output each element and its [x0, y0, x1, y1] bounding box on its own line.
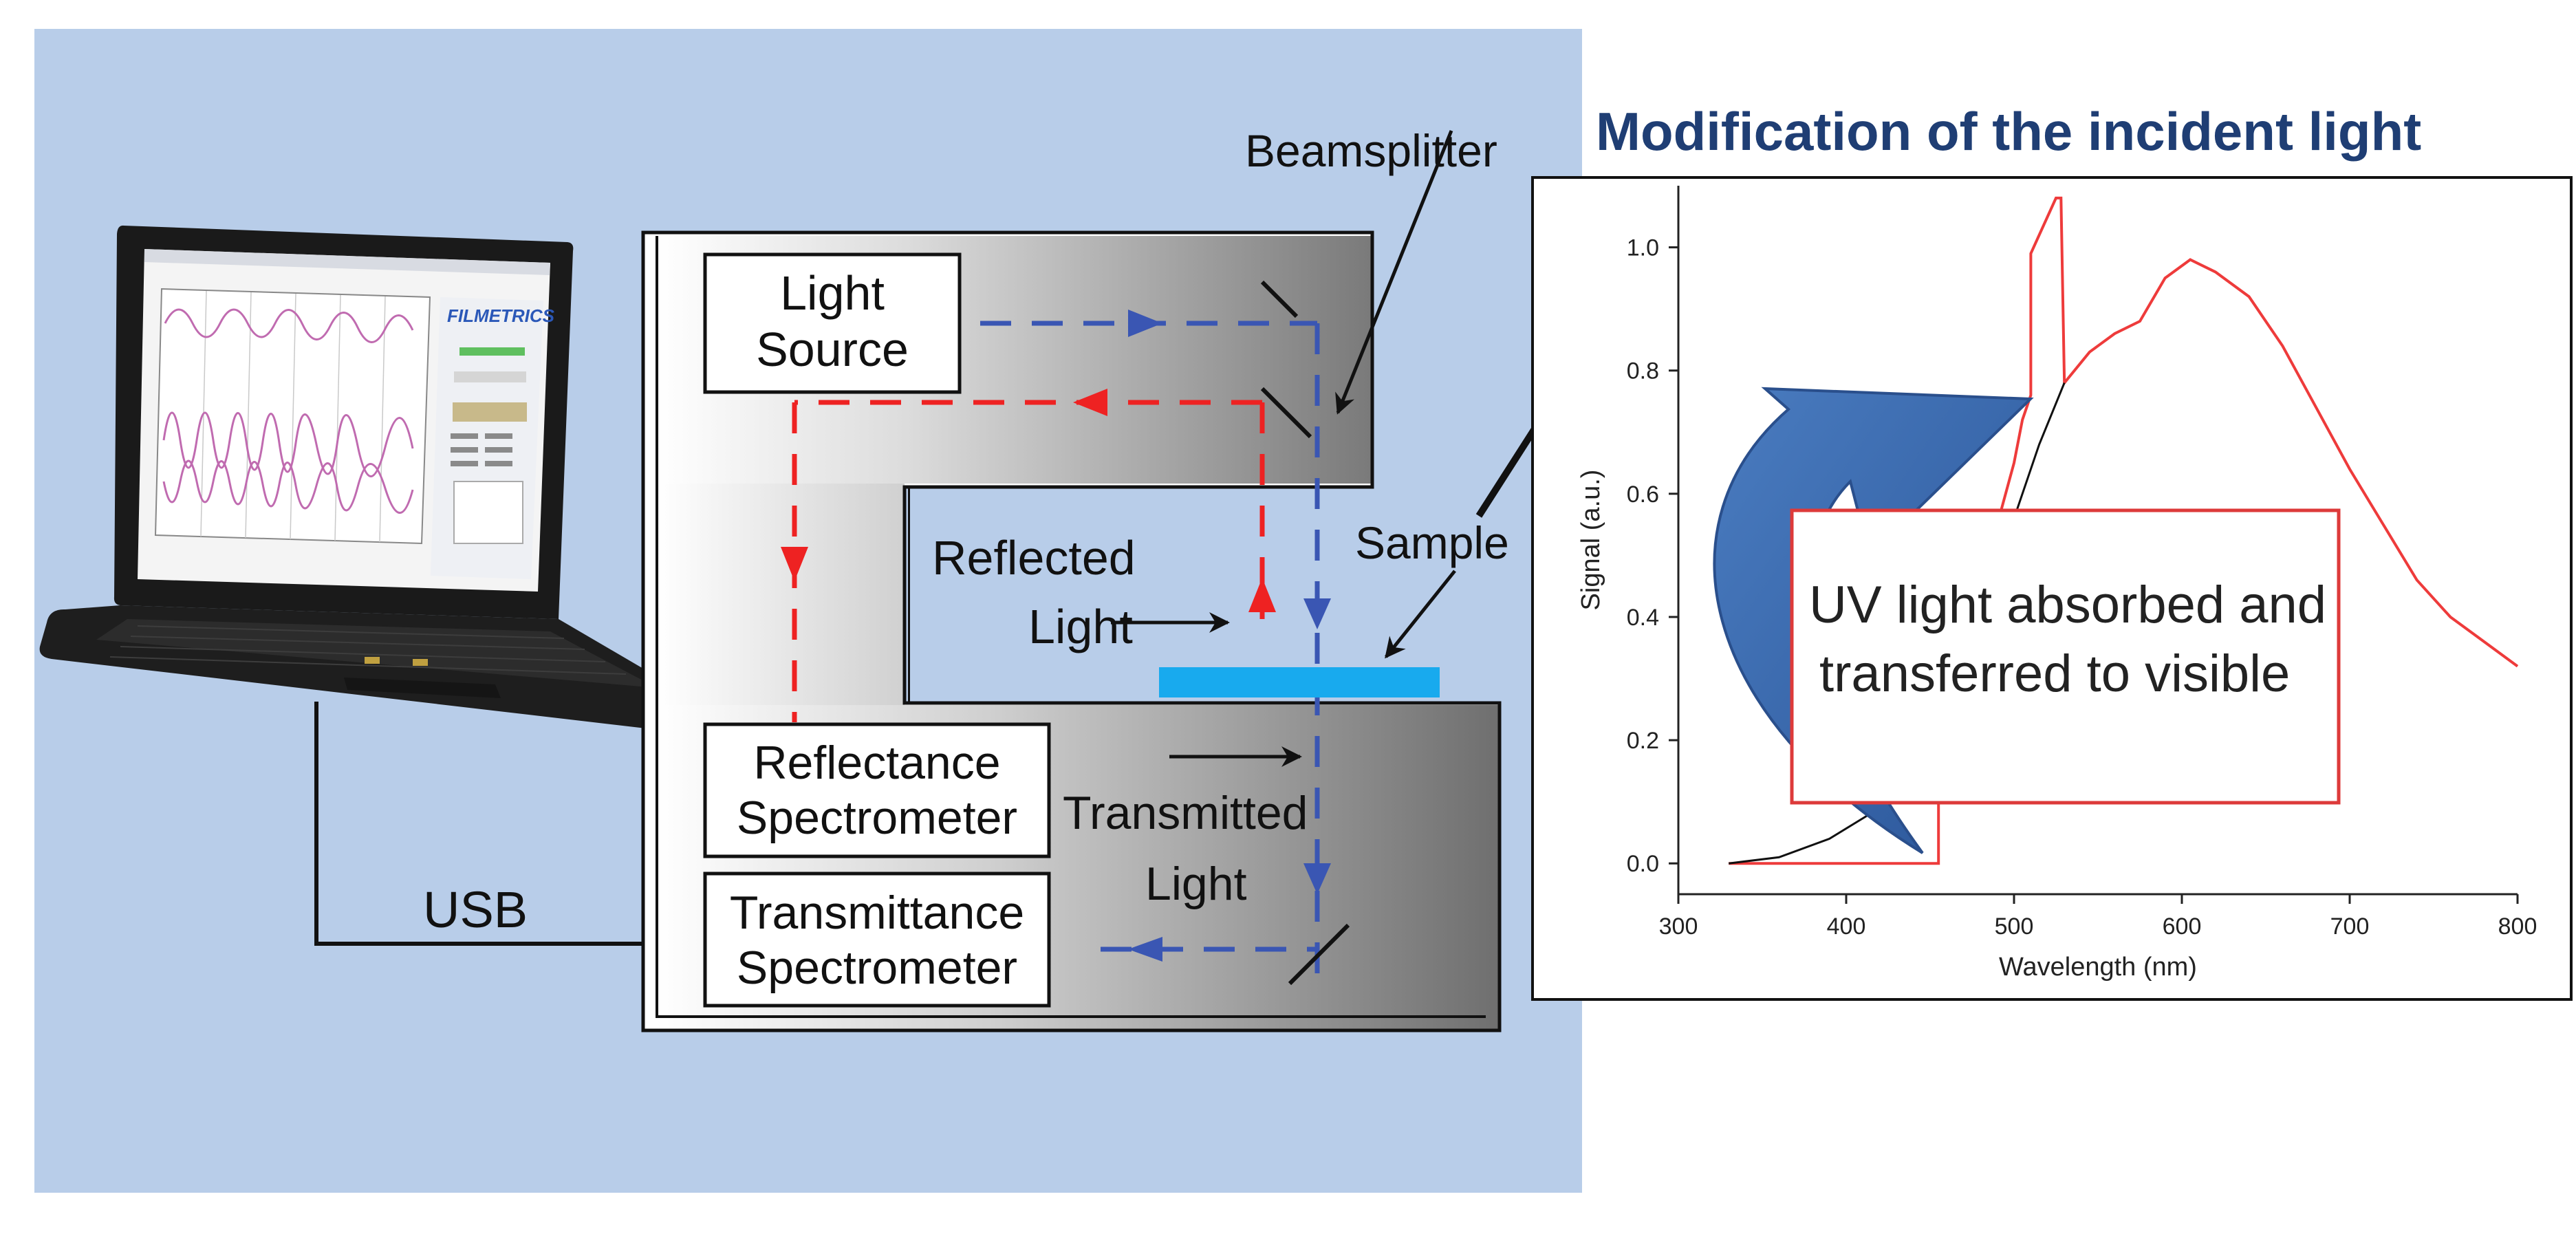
reflectance-label-1: Reflectance: [753, 737, 1000, 789]
x-tick-label: 600: [2163, 913, 2202, 940]
y-axis-label: Signal (a.u.): [1577, 470, 1605, 611]
light-source-box: Light Source: [703, 252, 962, 394]
x-tick-label: 500: [1995, 913, 2034, 940]
transmittance-label-2: Spectrometer: [737, 942, 1017, 994]
chart-heading: Modification of the incident light: [1596, 101, 2421, 162]
screen-brand: FILMETRICS: [447, 305, 555, 326]
sample-bar: [1159, 667, 1440, 697]
reflectance-spectrometer-box: Reflectance Spectrometer: [703, 722, 1051, 858]
x-tick-label: 400: [1827, 913, 1866, 940]
callout-line-1: UV light absorbed and: [1809, 576, 2326, 634]
reflected-label-1: Reflected: [932, 531, 1136, 585]
series-line-red: [1729, 196, 2519, 865]
sample-pointer: [1385, 570, 1456, 659]
x-tick-label: 800: [2498, 913, 2537, 940]
y-tick-label: 0.2: [1627, 728, 1659, 754]
light-source-label-2: Source: [756, 323, 909, 376]
x-tick-label: 300: [1659, 913, 1698, 940]
sample-label: Sample: [1355, 517, 1509, 568]
beamsplitter-label: Beamsplitter: [1245, 125, 1497, 176]
x-axis-label: Wavelength (nm): [1999, 953, 2197, 982]
y-tick-label: 0.8: [1627, 358, 1659, 385]
uv-callout: UV light absorbed and transferred to vis…: [1790, 508, 2341, 805]
y-tick-label: 0.0: [1627, 851, 1659, 877]
beamsplitter-pointer: [1335, 130, 1453, 415]
transmitted-label-1: Transmitted: [1063, 787, 1308, 839]
light-source-label-1: Light: [780, 266, 885, 320]
blue-beam-arrows: [1128, 310, 1331, 962]
transmitted-label-2: Light: [1145, 858, 1247, 910]
transmittance-spectrometer-box: Transmittance Spectrometer: [703, 872, 1051, 1008]
transmittance-label-1: Transmittance: [730, 887, 1024, 939]
callout-line-2: transferred to visible: [1819, 645, 2290, 703]
y-tick-label: 0.6: [1627, 481, 1659, 508]
reflectance-label-2: Spectrometer: [737, 792, 1017, 844]
y-tick-label: 0.4: [1627, 605, 1659, 631]
x-tick-label: 700: [2330, 913, 2370, 940]
laptop: FILMETRICS: [39, 225, 693, 731]
reflected-label-2: Light: [1028, 600, 1133, 653]
usb-label: USB: [423, 881, 528, 938]
y-tick-label: 1.0: [1627, 235, 1659, 261]
beamsplitter-mirrors: [1260, 280, 1350, 986]
spectrum-chart: 300 400 500 600 700 800 0.0 0.2 0.4 0.6 0.8 1.0Wave…: [1577, 186, 2537, 982]
red-beam-arrows: [781, 389, 1276, 612]
